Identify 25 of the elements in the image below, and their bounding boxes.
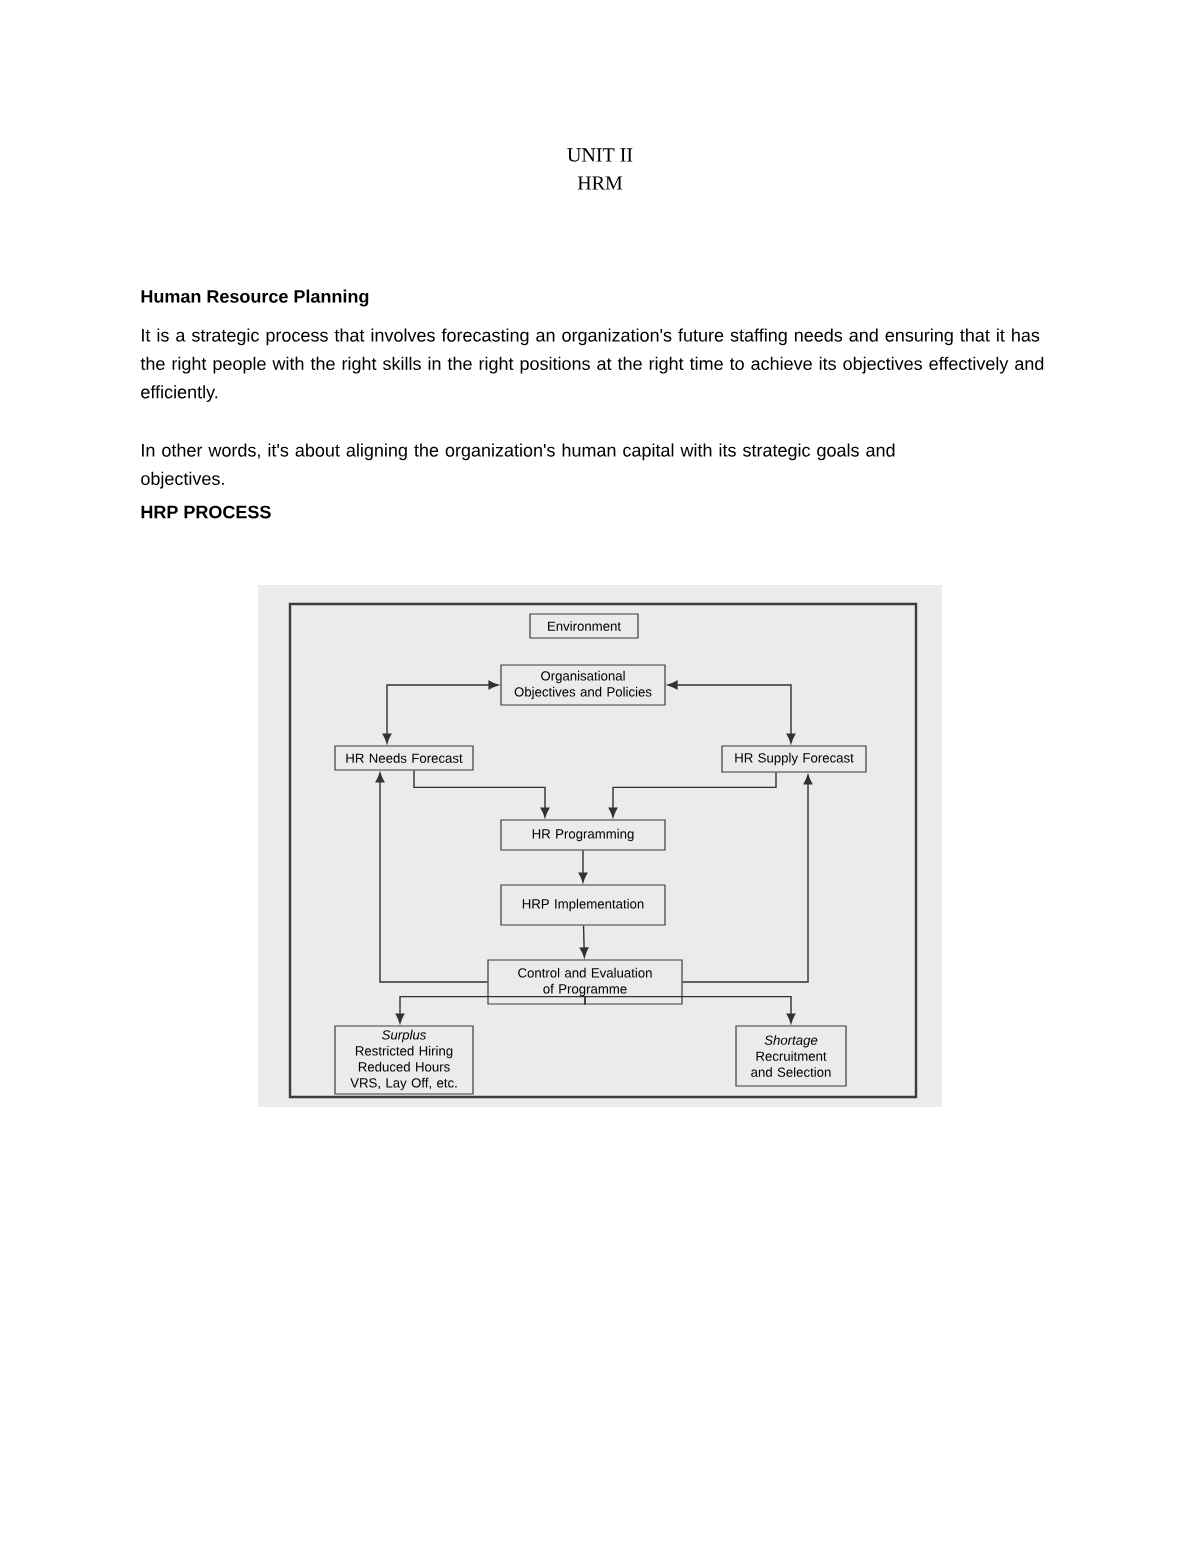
arrow — [375, 772, 489, 983]
process-box: HR Programming — [500, 819, 666, 851]
arrow — [395, 995, 586, 1024]
arrow — [608, 771, 777, 818]
arrow — [667, 680, 796, 744]
arrow — [681, 774, 813, 983]
arrow — [413, 769, 550, 818]
arrow — [578, 849, 588, 883]
process-box: HR Needs Forecast — [334, 745, 474, 771]
paragraph: It is a strategic process that involves forecasting an organization's future staffing needs and ensuring that it has the right people with the right skills in the right positions at the right time to achieve its objectives effectively and efficiently. — [140, 328, 1044, 402]
process-box: Surplus Restricted Hiring Reduced Hours VRS, Lay Off, etc. — [334, 1025, 474, 1095]
process-box: HRP Implementation — [500, 884, 666, 926]
process-box: Organisational Objectives and Policies — [500, 664, 666, 706]
page-subtitle: HRM — [577, 176, 623, 190]
arrow — [579, 924, 589, 958]
section-heading: HRP PROCESS — [141, 505, 271, 519]
page-title: UNIT II — [567, 148, 633, 162]
process-box: Environment — [529, 613, 639, 639]
arrow — [382, 680, 499, 744]
process-box: Control and Evaluation of Programme — [487, 959, 683, 1005]
process-box: HR Supply Forecast — [721, 745, 867, 773]
paragraph: In other words, it's about aligning the organization's human capital with its strategic goals and objectives. — [141, 443, 895, 489]
section-heading: Human Resource Planning — [141, 289, 369, 307]
process-box: Shortage Recruitment and Selection — [735, 1025, 847, 1087]
arrow — [584, 995, 796, 1024]
